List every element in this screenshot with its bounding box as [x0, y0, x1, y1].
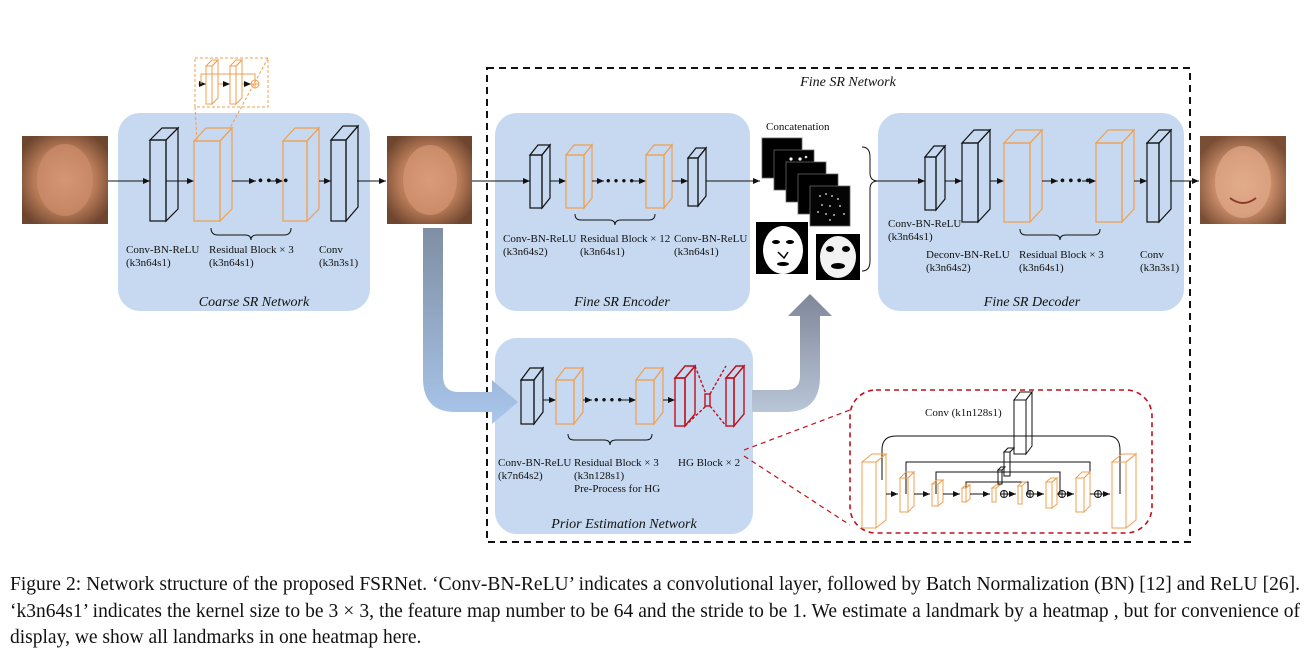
high-resolution-output-face: [1200, 136, 1286, 224]
fine-sr-network-title: Fine SR Network: [799, 75, 896, 90]
svg-text:• • • •: • • • •: [1060, 174, 1090, 189]
coarse-param-1: (k3n64s1): [126, 257, 171, 269]
decoder-param-2: (k3n64s2): [926, 262, 971, 274]
prior-label-1: Conv-BN-ReLU: [498, 457, 571, 469]
prior-conv-block: [519, 366, 545, 426]
prior-label-3: HG Block × 2: [678, 457, 740, 469]
residual-block-inset: [194, 57, 269, 141]
arrow-prior-to-concat: [752, 294, 832, 412]
decoder-output-conv-block: [1145, 128, 1173, 224]
hg-detail-network: [860, 390, 1138, 530]
encoder-param-2: (k3n64s1): [580, 246, 625, 258]
prior-estimation-title: Prior Estimation Network: [550, 517, 697, 532]
encoder-conv-block-1: [528, 143, 552, 210]
coarse-output-face: [387, 136, 472, 224]
prior-residual-block-1: [554, 366, 585, 426]
decoder-param-3: (k3n64s1): [1019, 262, 1064, 274]
coarse-conv-block: [329, 124, 360, 223]
coarse-label-3: Conv: [319, 244, 343, 256]
svg-text:·: ·: [758, 255, 762, 269]
fine-sr-encoder-panel: [495, 113, 750, 311]
coarse-residual-brace: [210, 227, 292, 241]
concatenation-label: Concatenation: [766, 121, 830, 133]
caption-prefix: Figure 2:: [10, 574, 82, 595]
prior-param-1: (k7n64s2): [498, 470, 543, 482]
decoder-param-4: (k3n3s1): [1140, 262, 1179, 274]
decoder-deconv-block: [960, 128, 992, 224]
decoder-label-1: Conv-BN-ReLU: [888, 218, 961, 230]
decoder-label-4: Conv: [1140, 249, 1164, 261]
hg-detail-label: Conv (k1n128s1): [925, 407, 1002, 419]
fine-sr-decoder-title: Fine SR Decoder: [983, 295, 1081, 310]
svg-text:• • • •: • • • •: [594, 392, 622, 407]
svg-text:·: ·: [762, 261, 766, 275]
decoder-conv-block: [923, 144, 947, 212]
coarse-label-1: Conv-BN-ReLU: [126, 244, 199, 256]
arrow-face-to-prior: [423, 228, 518, 424]
encoder-residual-block-12: [644, 143, 674, 210]
hg-zoom-line-top: [743, 409, 851, 451]
encoder-conv-block-2: [686, 146, 708, 208]
encoder-label-2: Residual Block × 12: [580, 233, 670, 245]
caption-text: Network structure of the proposed FSRNet…: [10, 574, 1300, 648]
coarse-residual-block-3: [281, 126, 321, 223]
low-resolution-input-face: [22, 136, 108, 224]
landmark-heatmap-stack: [761, 137, 851, 227]
coarse-param-2: (k3n64s1): [209, 257, 254, 269]
encoder-label-3: Conv-BN-ReLU: [674, 233, 747, 245]
hourglass-block: [673, 364, 746, 428]
svg-text:• • • •: • • • •: [606, 173, 634, 188]
decoder-label-3: Residual Block × 3: [1019, 249, 1104, 261]
figure-caption: Figure 2: Network structure of the propo…: [10, 572, 1300, 652]
coarse-sr-panel: [118, 113, 370, 311]
prior-label-2b: Pre-Process for HG: [574, 483, 660, 495]
decoder-residual-block-1: [1002, 128, 1044, 224]
prior-residual-block-3: [634, 366, 665, 426]
fine-sr-encoder-title: Fine SR Encoder: [573, 295, 670, 310]
coarse-label-2: Residual Block × 3: [209, 244, 294, 256]
encoder-residual-brace: [574, 213, 656, 226]
fine-sr-decoder-panel: [878, 113, 1184, 311]
prior-param-2: (k3n128s1): [574, 470, 624, 482]
hg-detail-frame: [849, 389, 1153, 534]
encoder-param-1: (k3n64s2): [503, 246, 548, 258]
fsrnet-diagram: Fine SR Network • • • •: [22, 57, 1286, 543]
face-parsing-maps: · ·: [756, 222, 860, 280]
coarse-residual-block-1: [192, 126, 234, 223]
decoder-residual-brace: [1019, 228, 1101, 241]
encoder-label-1: Conv-BN-ReLU: [503, 233, 576, 245]
decoder-label-2: Deconv-BN-ReLU: [926, 249, 1010, 261]
concatenation-brace: [861, 146, 879, 272]
coarse-param-3: (k3n3s1): [319, 257, 358, 269]
fine-sr-network-frame: [486, 67, 1191, 543]
prior-residual-brace: [567, 433, 653, 446]
decoder-param-1: (k3n64s1): [888, 231, 933, 243]
decoder-residual-block-3: [1094, 128, 1136, 224]
prior-label-2: Residual Block × 3: [574, 457, 659, 469]
coarse-sr-title: Coarse SR Network: [199, 295, 310, 310]
encoder-param-3: (k3n64s1): [674, 246, 719, 258]
prior-estimation-panel: [495, 338, 753, 534]
encoder-residual-block-1: [564, 143, 594, 210]
hg-zoom-line-bottom: [743, 455, 851, 526]
